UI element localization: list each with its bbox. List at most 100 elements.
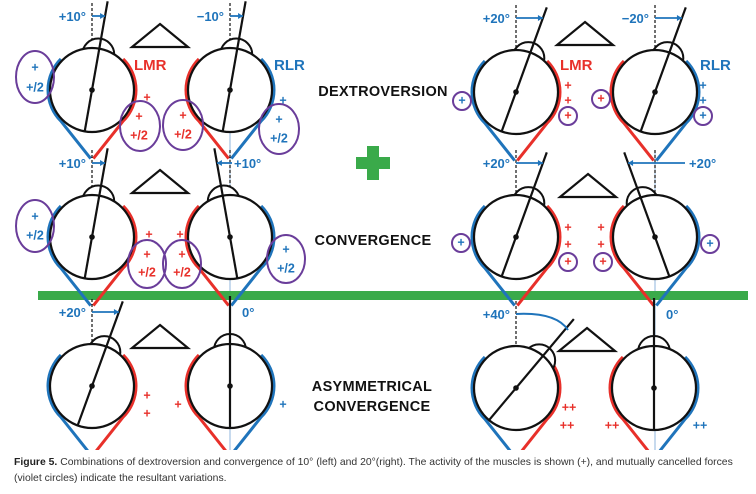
- right-eye: +10°: [184, 148, 276, 307]
- muscle-activity-mark: +/2: [270, 131, 288, 145]
- panel-dextroversion-20: +20° −20°: [470, 5, 701, 162]
- medial-rectus-muscle: [95, 353, 138, 450]
- left-eye: +10°: [46, 1, 138, 160]
- left-eye: +10°: [46, 148, 138, 307]
- arrowhead-icon: [676, 15, 682, 21]
- muscle-activity-mark: +: [279, 93, 286, 107]
- visual-axis-line: [76, 301, 124, 426]
- lateral-rectus-muscle: [655, 204, 701, 307]
- right-eye: 0°: [184, 296, 276, 450]
- muscle-activity-mark: +: [145, 227, 152, 241]
- muscle-activity-mark: ++: [562, 400, 577, 414]
- medial-rectus-muscle: [92, 204, 138, 307]
- separator-bar: [38, 291, 748, 300]
- label-lmr-right: LMR: [560, 57, 593, 74]
- label-rlr-left: RLR: [274, 57, 305, 74]
- muscle-activity-mark: +: [178, 247, 185, 261]
- lateral-rectus-muscle: [46, 353, 89, 450]
- eye-center-dot: [227, 87, 233, 93]
- muscle-activity-mark: +: [458, 93, 465, 107]
- cancelled-force-circle: [119, 100, 161, 152]
- angle-label: +40°: [483, 307, 510, 322]
- muscle-activity-mark: +: [279, 397, 286, 411]
- label-asymmetrical: ASYMMETRICAL: [312, 379, 432, 395]
- angle-label: −10°: [197, 9, 224, 24]
- arrowhead-icon: [537, 160, 543, 166]
- muscle-activity-mark: ++: [693, 418, 708, 432]
- arrowhead-icon: [238, 13, 244, 19]
- cancelled-force-circle: [593, 252, 613, 272]
- muscle-activity-mark: +: [564, 220, 571, 234]
- target-triangle-icon: [556, 172, 620, 199]
- cancelled-force-circle: [127, 239, 167, 289]
- arrowhead-icon: [100, 13, 106, 19]
- panel-dextroversion-10: +10° −10°: [46, 1, 276, 160]
- muscle-activity-mark: +: [275, 112, 282, 126]
- angle-label: +20°: [483, 11, 510, 26]
- eye-center-dot: [89, 87, 95, 93]
- right-eye: −20°: [609, 5, 701, 162]
- right-eye: +20°: [609, 150, 716, 307]
- cancelled-force-circle: [591, 89, 611, 109]
- muscle-activity-mark: +: [706, 236, 713, 250]
- visual-axis-line: [83, 148, 109, 279]
- cancelled-force-circle: [162, 99, 204, 151]
- label-lmr-left: LMR: [134, 57, 167, 74]
- figure-caption: Figure 5. Combinations of dextroversion …: [14, 455, 749, 487]
- cancelled-force-circle: [558, 252, 578, 272]
- lateral-rectus-muscle: [655, 59, 701, 162]
- left-eye: +20°: [46, 299, 138, 450]
- medial-rectus-muscle: [609, 59, 655, 162]
- muscle-activity-mark: +/2: [174, 127, 192, 141]
- cancelled-force-circle: [266, 234, 306, 284]
- angle-label: +20°: [59, 305, 86, 320]
- arrowhead-icon: [100, 160, 106, 166]
- label-convergence: CONVERGENCE: [315, 233, 432, 249]
- muscle-activity-mark: ++: [560, 418, 575, 432]
- eye-center-dot: [227, 234, 233, 240]
- left-eye: +20°: [470, 5, 562, 162]
- eye-center-dot: [89, 234, 95, 240]
- eye-center-dot: [652, 89, 658, 95]
- angle-label: +10°: [59, 156, 86, 171]
- visual-axis-line: [213, 148, 239, 279]
- muscle-activity-mark: +: [174, 397, 181, 411]
- muscle-activity-mark: ++: [605, 418, 620, 432]
- eye-center-dot: [89, 383, 95, 389]
- muscle-activity-mark: +: [564, 78, 571, 92]
- caption-text: Combinations of dextroversion and conver…: [14, 457, 733, 484]
- caption-label: Figure 5.: [14, 457, 58, 468]
- target-triangle-icon: [128, 22, 192, 49]
- muscle-activity-mark: +: [457, 235, 464, 249]
- muscle-activity-mark: +: [699, 93, 706, 107]
- angle-label: +10°: [59, 9, 86, 24]
- lateral-rectus-muscle: [470, 59, 516, 162]
- lateral-rectus-muscle: [233, 353, 276, 450]
- muscle-activity-mark: +: [699, 78, 706, 92]
- muscle-activity-mark: +: [699, 108, 706, 122]
- cancelled-force-circle: [258, 103, 300, 155]
- medial-rectus-muscle: [184, 353, 227, 450]
- visual-axis-line: [639, 7, 687, 132]
- label-asymmetrical-convergence: CONVERGENCE: [314, 399, 431, 415]
- cancelled-force-circle: [451, 233, 471, 253]
- eye-center-dot: [651, 385, 657, 391]
- muscle-activity-mark: +: [31, 60, 38, 74]
- target-triangle-icon: [553, 20, 617, 47]
- angle-label: +10°: [234, 156, 261, 171]
- arrowhead-icon: [216, 160, 222, 166]
- visual-axis-line: [83, 1, 109, 132]
- muscle-activity-mark: +/2: [138, 265, 156, 279]
- lateral-rectus-muscle: [46, 204, 92, 307]
- rotation-arrow-icon: [515, 312, 569, 331]
- lateral-rectus-muscle: [470, 355, 512, 450]
- cancelled-force-circle: [693, 106, 713, 126]
- eye-center-dot: [513, 234, 519, 240]
- cancelled-force-circle: [452, 91, 472, 111]
- medial-rectus-muscle: [608, 355, 650, 450]
- muscle-activity-mark: +: [143, 388, 150, 402]
- cancelled-force-circle: [162, 239, 202, 289]
- visual-axis-line: [623, 152, 671, 277]
- cancelled-force-circle: [700, 234, 720, 254]
